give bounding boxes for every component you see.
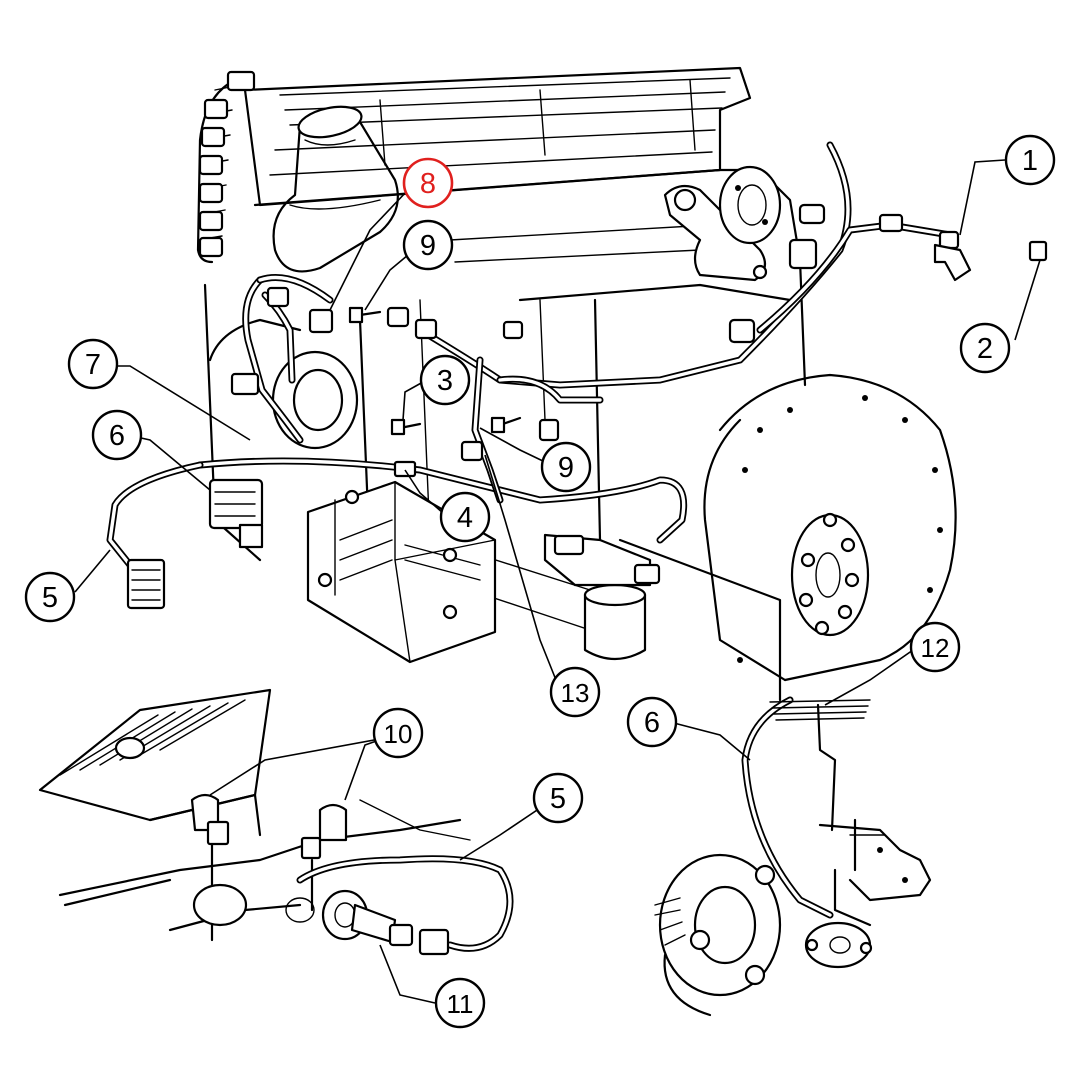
callout-6-main: 6 bbox=[91, 409, 143, 461]
callout-9-lower: 9 bbox=[540, 441, 592, 493]
callout-13-label: 13 bbox=[561, 678, 590, 708]
fuel-filter bbox=[543, 533, 661, 660]
callout-9-upper-label: 9 bbox=[420, 230, 436, 262]
callout-6-main-label: 6 bbox=[109, 420, 125, 452]
callout-8-label: 8 bbox=[420, 168, 436, 200]
callout-9-lower-label: 9 bbox=[558, 452, 574, 484]
accessory-pulley bbox=[718, 165, 782, 245]
engine-main-view bbox=[106, 66, 1048, 702]
callout-5-detail-label: 5 bbox=[550, 783, 566, 815]
intake-elbow bbox=[272, 105, 399, 273]
detail-view-flywheel-sensor bbox=[654, 696, 932, 1017]
wiring-harness-main bbox=[106, 141, 954, 569]
callouts: 1 2 3 4 5 5 6 6 bbox=[24, 134, 1056, 1029]
callout-11-label: 11 bbox=[447, 989, 474, 1019]
callout-12: 12 bbox=[909, 621, 961, 673]
callout-12-label: 12 bbox=[921, 633, 950, 663]
callout-13: 13 bbox=[549, 666, 601, 718]
lifting-bracket bbox=[663, 184, 768, 282]
callout-10-label: 10 bbox=[384, 719, 413, 749]
callout-3-label: 3 bbox=[437, 365, 453, 397]
flywheel-housing bbox=[703, 373, 957, 682]
callout-3: 3 bbox=[419, 354, 471, 406]
callout-6-detail-label: 6 bbox=[644, 707, 660, 739]
callout-10: 10 bbox=[372, 707, 424, 759]
timing-chain bbox=[196, 70, 256, 264]
callout-1-label: 1 bbox=[1022, 145, 1038, 177]
callout-1: 1 bbox=[1004, 134, 1056, 186]
callout-5-detail: 5 bbox=[532, 772, 584, 824]
callout-2: 2 bbox=[959, 322, 1011, 374]
callout-7: 7 bbox=[67, 338, 119, 390]
leader-lines bbox=[74, 159, 1041, 1004]
callout-4-label: 4 bbox=[457, 502, 473, 534]
callout-7-label: 7 bbox=[85, 349, 101, 381]
callout-6-detail: 6 bbox=[626, 696, 678, 748]
callout-5-main-label: 5 bbox=[42, 582, 58, 614]
connectors bbox=[126, 203, 1048, 610]
callout-2-label: 2 bbox=[977, 333, 993, 365]
front-cover-pulley bbox=[208, 318, 359, 450]
callout-11: 11 bbox=[434, 977, 486, 1029]
callout-8: 8 bbox=[402, 157, 454, 209]
callout-5-main: 5 bbox=[24, 571, 76, 623]
detail-view-crank-sensor bbox=[38, 688, 514, 956]
callout-9-upper: 9 bbox=[402, 219, 454, 271]
callout-4: 4 bbox=[439, 491, 491, 543]
